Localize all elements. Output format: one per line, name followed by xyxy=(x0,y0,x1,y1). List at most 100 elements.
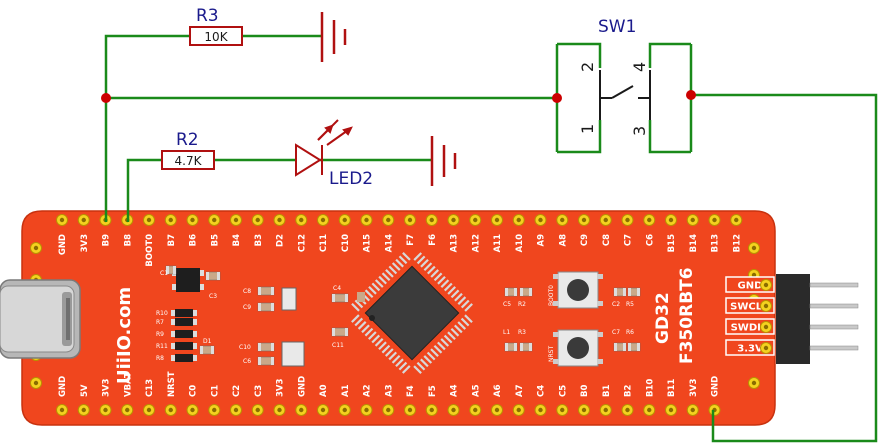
top-pin-label: B4 xyxy=(232,234,242,246)
junction-dot-left xyxy=(101,93,111,103)
top-pin-label: F7 xyxy=(406,234,416,246)
switch-contact xyxy=(599,70,651,120)
bottom-pin-28 xyxy=(665,404,677,416)
label-c3: C3 xyxy=(209,293,217,300)
bottom-pin-label: GND xyxy=(297,376,307,397)
label-r2: R2 xyxy=(518,301,526,308)
top-pin-19 xyxy=(469,214,482,226)
bottom-pin-label: C2 xyxy=(232,385,242,397)
bottom-pin-18 xyxy=(447,404,460,416)
top-pin-label: B15 xyxy=(667,234,677,252)
top-pin-label: B12 xyxy=(732,234,742,252)
bottom-pin-label: A7 xyxy=(515,384,525,397)
top-pin-label: BOOT0 xyxy=(145,234,155,267)
label-l1: L1 xyxy=(503,329,510,336)
nrst-label: NRST xyxy=(548,346,555,362)
top-pin-label: B9 xyxy=(102,234,112,246)
junction-dot-sw-right xyxy=(686,90,696,100)
label-c1: C1 xyxy=(160,270,168,277)
sw1-ref: SW1 xyxy=(598,17,636,37)
top-pin-label: B8 xyxy=(123,234,133,246)
nrst-button[interactable] xyxy=(553,329,603,367)
ground-r3-icon xyxy=(320,12,347,62)
boot0-button[interactable] xyxy=(553,271,603,309)
label-r7: R7 xyxy=(156,319,164,326)
bottom-pin-16 xyxy=(404,404,416,416)
top-pin-20 xyxy=(491,214,503,226)
bottom-pin-label: F4 xyxy=(406,385,416,397)
bottom-pin-label: A6 xyxy=(493,384,503,397)
label-c8: C8 xyxy=(243,288,251,295)
top-pin-1 xyxy=(77,214,90,226)
top-pin-27 xyxy=(643,214,656,226)
top-pin-31 xyxy=(730,214,743,226)
top-pin-21 xyxy=(512,214,525,226)
top-pin-label: B14 xyxy=(689,234,699,252)
r2-ref: R2 xyxy=(176,130,199,150)
bottom-pin-label: A3 xyxy=(384,384,394,397)
bottom-pin-label: C0 xyxy=(189,385,199,397)
bottom-pin-3 xyxy=(121,404,134,416)
top-pin-15 xyxy=(382,214,395,226)
top-pin-label: GND xyxy=(58,234,68,255)
label-c5: C5 xyxy=(503,301,511,308)
header-pad-3 xyxy=(760,342,772,354)
top-pin-label: A12 xyxy=(471,234,481,252)
label-c7: C7 xyxy=(612,329,620,336)
bottom-pin-label: 5V xyxy=(80,384,90,397)
top-pin-label: F6 xyxy=(428,234,438,246)
usb-c-connector xyxy=(0,279,81,359)
top-pin-label: B13 xyxy=(711,234,721,252)
header-pad-2 xyxy=(760,321,772,333)
boot0-label: BOOT0 xyxy=(548,285,555,306)
bottom-pin-12 xyxy=(317,404,329,416)
mcu-chip xyxy=(351,252,473,374)
bottom-pin-17 xyxy=(425,404,438,416)
bottom-pin-label: A5 xyxy=(471,384,481,397)
left-pad-4 xyxy=(30,377,42,389)
top-pin-28 xyxy=(665,214,677,226)
bottom-pin-21 xyxy=(512,404,525,416)
resistor-r2 xyxy=(161,150,215,170)
bottom-pin-label: VBAT xyxy=(123,372,133,397)
bottom-pin-label: A4 xyxy=(450,384,460,397)
bottom-pin-6 xyxy=(186,404,199,416)
top-pin-label: A9 xyxy=(537,234,547,247)
wires xyxy=(104,34,878,443)
bottom-pin-30 xyxy=(708,404,721,416)
bottom-pin-9 xyxy=(251,404,264,416)
top-pin-label: A11 xyxy=(493,234,503,252)
right-pad-0 xyxy=(748,242,760,254)
chip-line2: F350RBT6 xyxy=(677,267,697,364)
top-pin-label: A15 xyxy=(363,234,373,252)
bottom-pin-2 xyxy=(99,404,112,416)
bottom-pin-27 xyxy=(643,404,656,416)
sw1-pin-3: 3 xyxy=(630,126,649,136)
bottom-pin-row xyxy=(56,404,721,416)
label-r8: R8 xyxy=(156,355,164,362)
header-pin-label: SWDIO xyxy=(731,323,770,334)
bottom-pin-label: C13 xyxy=(145,379,155,397)
top-pin-0 xyxy=(56,214,68,226)
wire-r3-b9 xyxy=(104,34,190,222)
wire-b8-r2 xyxy=(126,158,162,222)
label-r10: R10 xyxy=(156,310,168,317)
wire-sw-3v3 xyxy=(691,93,878,443)
r3-value: 10K xyxy=(204,30,228,44)
top-pin-6 xyxy=(186,214,199,226)
bottom-pin-label: B2 xyxy=(624,385,634,397)
wire-sw-right-top xyxy=(648,42,691,68)
bottom-pin-label: A0 xyxy=(319,384,329,397)
top-pin-label: B7 xyxy=(167,234,177,246)
bottom-pin-label: GND xyxy=(58,376,68,397)
top-pin-label: C12 xyxy=(297,234,307,252)
r2-value: 4.7K xyxy=(175,154,203,168)
bottom-pin-26 xyxy=(621,404,634,416)
header-pad-1 xyxy=(760,300,772,312)
bottom-pin-5 xyxy=(164,404,177,416)
ground-led-icon xyxy=(430,136,457,186)
r3-ref: R3 xyxy=(196,6,219,26)
top-pin-label: A13 xyxy=(450,234,460,252)
